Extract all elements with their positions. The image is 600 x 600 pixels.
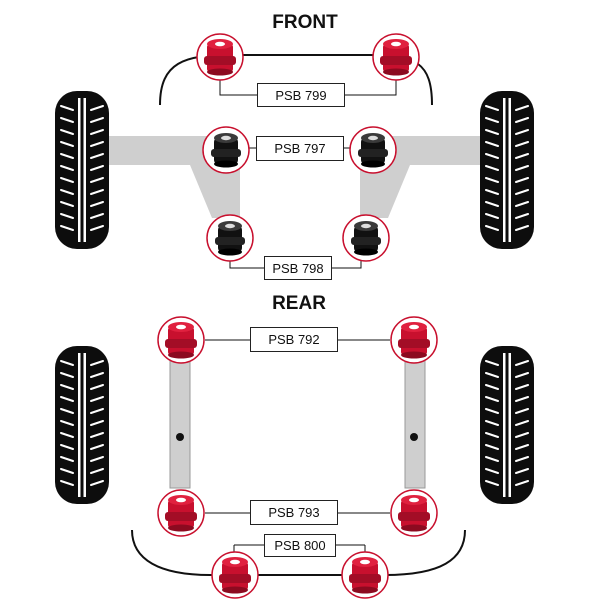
front-arm-rear-code-label: PSB 798	[264, 256, 332, 280]
rear-beam-line	[131, 529, 466, 576]
rear-upper-right-red-bush-icon	[390, 316, 438, 364]
rear-right-trailing-arm	[404, 357, 426, 489]
rear-left-arm-bolt	[176, 433, 184, 441]
front-right-tire-icon	[479, 90, 535, 250]
rear-upper-left-red-bush-icon	[157, 316, 205, 364]
rear-left-trailing-arm	[169, 357, 191, 489]
rear-right-arm-bolt	[410, 433, 418, 441]
front-subframe-line	[159, 54, 433, 106]
rear-beam-right-red-bush-icon	[341, 551, 389, 599]
rear-beam-left-red-bush-icon	[211, 551, 259, 599]
front-right-arm-rear-bush-icon	[342, 214, 390, 262]
rear-beam-code-label: PSB 800	[264, 534, 336, 557]
rear-lower-code-label: PSB 793	[250, 500, 338, 525]
front-top-code-label: PSB 799	[257, 83, 345, 107]
rear-title: REAR	[272, 293, 326, 314]
front-arm-front-code-label: PSB 797	[256, 136, 344, 161]
rear-right-tire-icon	[479, 345, 535, 505]
front-top-left-red-bush-icon	[196, 33, 244, 81]
front-right-arm-front-bush-icon	[349, 126, 397, 174]
rear-lower-left-red-bush-icon	[157, 489, 205, 537]
rear-left-tire-icon	[54, 345, 110, 505]
front-left-tire-icon	[54, 90, 110, 250]
rear-upper-code-label: PSB 792	[250, 327, 338, 352]
front-left-arm-rear-bush-icon	[206, 214, 254, 262]
front-top-right-red-bush-icon	[372, 33, 420, 81]
rear-lower-right-red-bush-icon	[390, 489, 438, 537]
front-left-arm-front-bush-icon	[202, 126, 250, 174]
front-title: FRONT	[272, 12, 338, 33]
